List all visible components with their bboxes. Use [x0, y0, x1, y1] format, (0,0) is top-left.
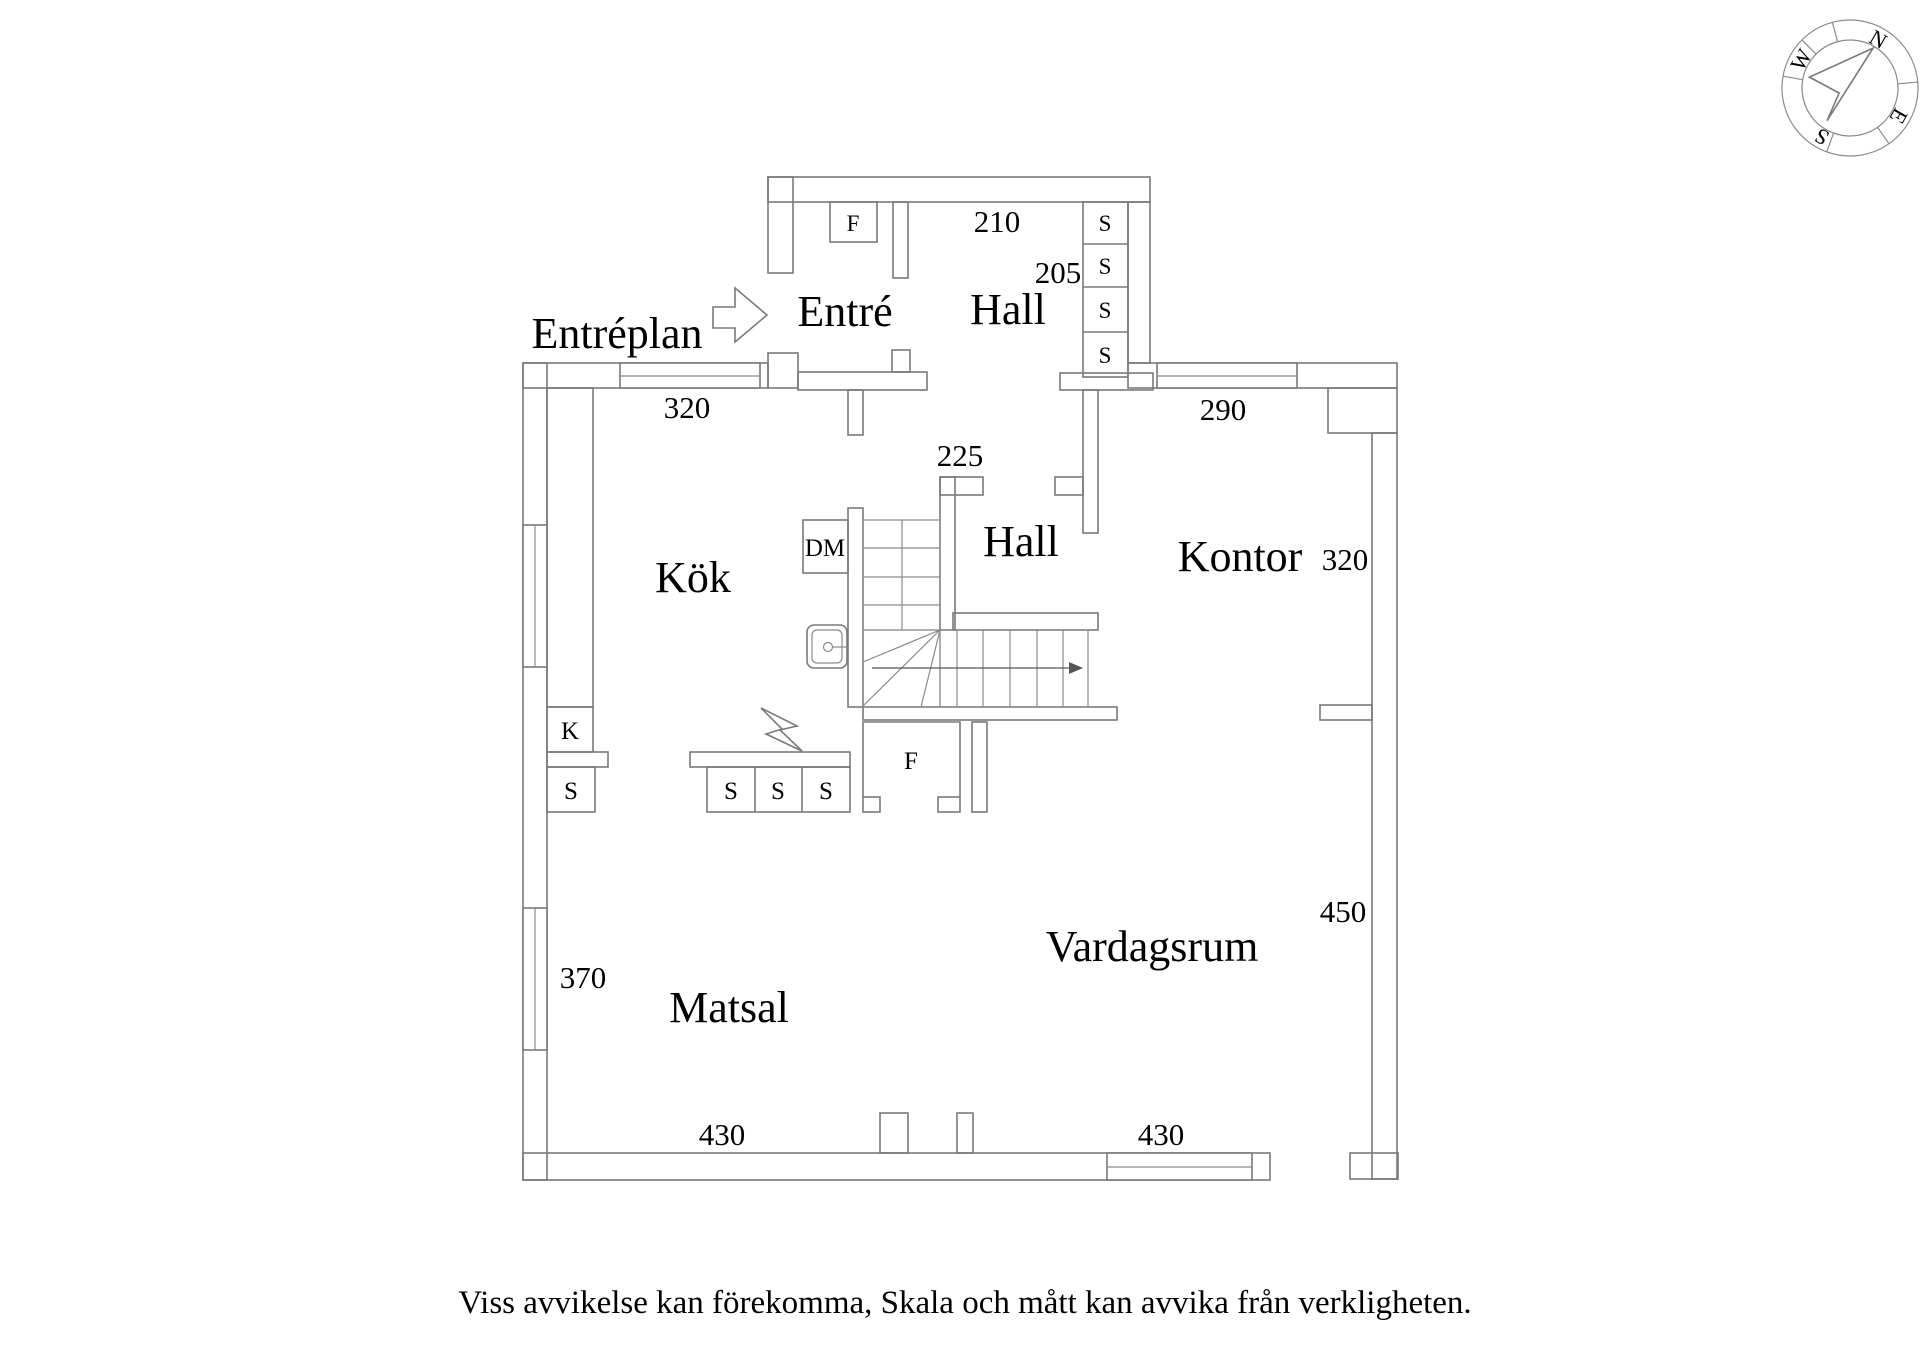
wall-under-stairs — [862, 706, 1118, 721]
compass-west-label: W — [1785, 44, 1817, 75]
staircase — [862, 519, 1089, 708]
dimension-430-right: 430 — [1138, 1117, 1185, 1152]
disclaimer-text: Viss avvikelse kan förekomma, Skala och … — [458, 1285, 1471, 1321]
wall-kontor-south — [1319, 704, 1373, 721]
closet-label-s-3: S — [1099, 298, 1112, 323]
door-jamb — [937, 796, 961, 813]
labels: Entréplan Entré Hall Kök Hall Kontor Mat… — [458, 204, 1471, 1321]
hall-closets — [706, 721, 961, 813]
window — [522, 524, 548, 668]
window — [619, 362, 761, 389]
dimension-370: 370 — [560, 960, 607, 995]
wall-hall-left — [939, 476, 956, 631]
wall-hall-kontor — [1082, 389, 1099, 534]
door-jamb — [879, 1112, 909, 1154]
dimension-430-left: 430 — [699, 1117, 746, 1152]
closet-label-k: K — [561, 718, 579, 745]
wall-stub — [689, 751, 851, 768]
wall — [1059, 372, 1154, 391]
wall-kok-stub — [847, 389, 864, 436]
window — [1106, 1152, 1253, 1181]
closet-label-s-kitchen: S — [564, 778, 578, 805]
closet-label-f-hall: F — [904, 748, 918, 775]
dimension-210: 210 — [974, 204, 1021, 239]
compass-east-label: E — [1885, 104, 1913, 128]
sink-icon — [806, 624, 848, 669]
tower-closets — [829, 201, 1129, 378]
closet-label-dm: DM — [805, 535, 845, 562]
wall-left — [522, 362, 548, 1181]
room-label-matsal: Matsal — [669, 983, 789, 1032]
closet-label-s-4: S — [1099, 343, 1112, 368]
door-jamb — [1054, 476, 1084, 496]
closet-box-f — [829, 201, 878, 243]
wall-kok-stairs — [847, 507, 864, 708]
fridge-box — [546, 706, 594, 753]
wall — [892, 201, 909, 279]
window — [522, 907, 548, 1051]
door-jamb — [956, 1112, 974, 1154]
compass-needle-icon — [1807, 46, 1876, 122]
stairs-direction-arrow-icon — [872, 662, 1083, 674]
room-label-vardagsrum: Vardagsrum — [1046, 922, 1259, 971]
dimension-320-right: 320 — [1322, 542, 1369, 577]
wall-corner-notch — [1327, 387, 1398, 434]
wall-stub — [546, 751, 609, 768]
door-jamb — [862, 796, 881, 813]
closet-box — [546, 766, 596, 813]
entrance-arrow-icon — [712, 286, 769, 344]
wall-right — [1371, 432, 1398, 1180]
dimension-450: 450 — [1320, 894, 1367, 929]
closet-label-s-2: S — [1099, 254, 1112, 279]
door-jamb — [891, 349, 911, 373]
windows — [522, 362, 1298, 1181]
wall — [767, 176, 794, 274]
closet-column-s — [1082, 201, 1129, 378]
door-jamb — [939, 476, 984, 496]
room-label-entre: Entré — [797, 287, 892, 336]
wall — [797, 371, 928, 391]
dimension-225: 225 — [937, 438, 984, 473]
dimension-290: 290 — [1200, 392, 1247, 427]
floor-title: Entréplan — [531, 309, 702, 358]
dishwasher-box — [802, 519, 849, 574]
kitchen-fixtures — [546, 387, 849, 813]
compass-ticks — [1782, 22, 1918, 153]
wall — [1127, 201, 1151, 364]
closet-label-s-hall-2: S — [771, 778, 785, 805]
room-label-hall-upper: Hall — [970, 285, 1046, 334]
wall-stub — [971, 721, 988, 813]
room-label-hall-mid: Hall — [983, 517, 1059, 566]
closet-label-s-hall-3: S — [819, 778, 833, 805]
wall — [767, 176, 1151, 203]
wall-bottom-right-foot — [1349, 1152, 1399, 1180]
wall-hall-bottom — [952, 612, 1099, 631]
dimension-205: 205 — [1035, 255, 1082, 290]
closet-label-s-1: S — [1099, 211, 1112, 236]
compass-rose: N E S W — [1781, 19, 1919, 157]
window — [1156, 362, 1298, 389]
room-label-kontor: Kontor — [1178, 532, 1303, 581]
closet-label-s-hall-1: S — [724, 778, 738, 805]
closet-row-s — [706, 766, 851, 813]
room-label-kok: Kök — [655, 553, 731, 602]
wall — [767, 352, 799, 389]
electrical-symbol-icon — [760, 707, 803, 752]
compass-south-label: S — [1810, 123, 1833, 151]
kitchen-counter — [546, 387, 594, 708]
closet-box-f — [862, 721, 961, 797]
closet-label-f-tower: F — [847, 211, 860, 236]
dimension-320-top: 320 — [664, 390, 711, 425]
